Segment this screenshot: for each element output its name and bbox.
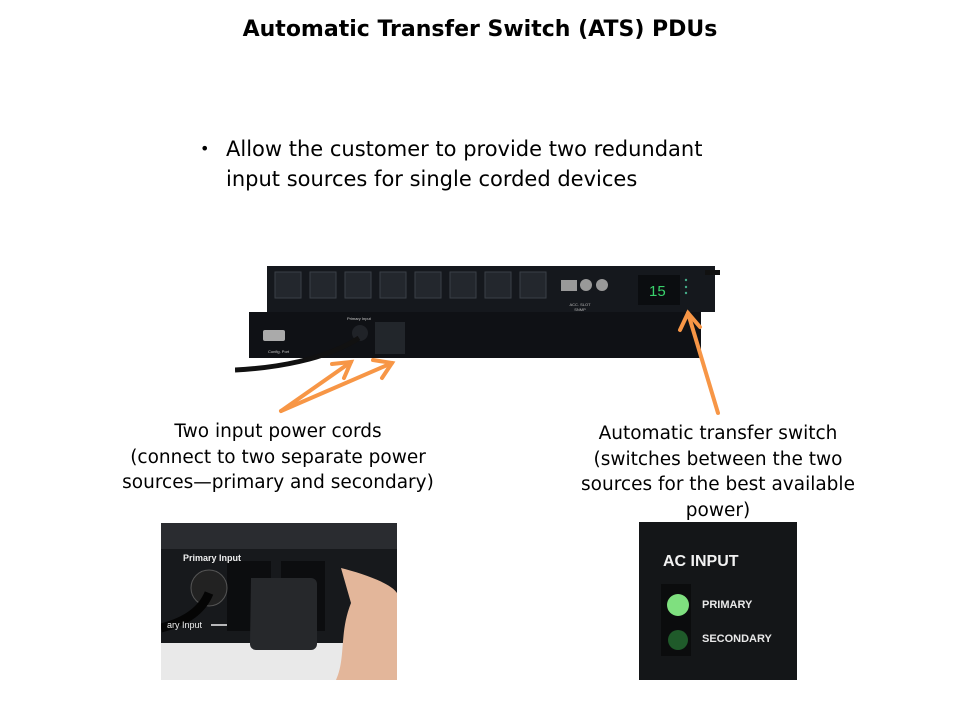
primary-led-label: PRIMARY (702, 599, 753, 611)
caption-line: Automatic transfer switch (598, 423, 838, 444)
bullet-text-line1: Allow the customer to provide two redund… (226, 137, 703, 161)
caption-input-cords: Two input power cords (connect to two se… (88, 419, 468, 496)
secondary-led (668, 630, 688, 650)
caption-line: (switches between the two (593, 448, 843, 470)
svg-text:SNMP: SNMP (574, 307, 586, 312)
arrow-to-transfer-switch (686, 311, 720, 415)
primary-input-label: Primary Input (183, 553, 241, 563)
caption-line: sources for the best available (581, 474, 855, 495)
acc-slot-label: ACC. SLOT (569, 302, 591, 307)
caption-line: (connect to two separate power (130, 446, 426, 468)
secondary-input-label: ary Input (167, 620, 203, 630)
caption-line: power) (685, 499, 751, 521)
caption-transfer-switch: Automatic transfer switch (switches betw… (528, 421, 908, 523)
pdu-photo: ACC. SLOT SNMP 15 Config. Port Primary I… (235, 266, 720, 373)
display-readout: 15 (649, 283, 666, 300)
secondary-led-label: SECONDARY (702, 633, 773, 645)
bullet-symbol: • (200, 139, 210, 158)
arrow-to-secondary-inlet (279, 361, 394, 413)
arrow-to-primary-cord (279, 360, 353, 413)
primary-input-label: Primary Input (347, 316, 372, 321)
ac-input-led-photo: AC INPUT PRIMARY SECONDARY (639, 522, 797, 680)
caption-line: sources—primary and secondary) (122, 472, 434, 493)
primary-led (667, 594, 689, 616)
slide-title: Automatic Transfer Switch (ATS) PDUs (242, 17, 718, 42)
config-port-label: Config. Port (268, 349, 290, 354)
bullet-text-line2: input sources for single corded devices (226, 167, 638, 191)
ac-input-heading: AC INPUT (663, 553, 739, 570)
plug-photo: Primary Input ary Input (161, 523, 397, 680)
caption-line: Two input power cords (174, 421, 382, 442)
bullet-item: • Allow the customer to provide two redu… (200, 134, 786, 194)
